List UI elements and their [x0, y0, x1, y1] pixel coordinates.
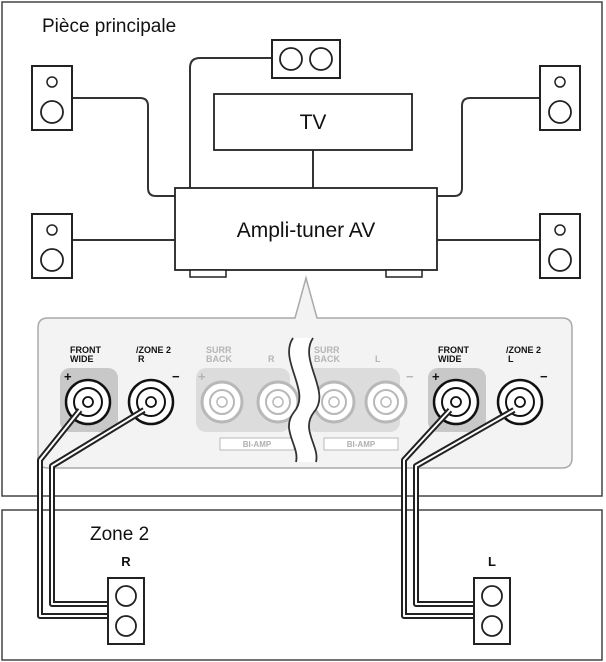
svg-text:L: L: [488, 554, 496, 569]
receiver-label: Ampli-tuner AV: [237, 219, 376, 242]
av-receiver: Ampli-tuner AV: [174, 187, 438, 278]
center-speaker: [271, 39, 341, 79]
svg-text:−: −: [406, 369, 414, 384]
svg-text:R: R: [138, 354, 145, 364]
svg-text:/ZONE 2: /ZONE 2: [506, 345, 541, 355]
svg-text:WIDE: WIDE: [438, 354, 462, 364]
svg-text:SURR: SURR: [314, 345, 340, 355]
svg-text:BI-AMP: BI-AMP: [347, 440, 376, 449]
break-mark: [288, 337, 321, 463]
svg-text:FRONT: FRONT: [438, 345, 469, 355]
zone2-l-terminals: + −: [428, 368, 548, 432]
svg-text:BACK: BACK: [206, 354, 232, 364]
svg-text:+: +: [432, 369, 440, 384]
zone2-l-cable: [401, 407, 516, 619]
tv-label: TV: [300, 111, 327, 134]
svg-text:L: L: [508, 354, 514, 364]
svg-text:R: R: [268, 354, 275, 364]
svg-text:FRONT: FRONT: [70, 345, 101, 355]
svg-text:−: −: [540, 369, 548, 384]
main-room-title: Pièce principale: [42, 16, 176, 37]
zone2-title: Zone 2: [90, 524, 149, 545]
svg-text:+: +: [198, 369, 206, 384]
zone2-r-cable: [37, 407, 146, 619]
front-left-speaker: [31, 65, 73, 131]
svg-text:WIDE: WIDE: [70, 354, 94, 364]
svg-text:R: R: [121, 554, 131, 569]
surround-back-terminals: + − BI-AMP BI-AMP: [196, 368, 414, 451]
svg-text:+: +: [64, 369, 72, 384]
svg-text:BI-AMP: BI-AMP: [243, 440, 272, 449]
surround-left-speaker: [31, 213, 73, 279]
svg-text:SURR: SURR: [206, 345, 232, 355]
terminal-labels: FRONT WIDE /ZONE 2 R SURR BACK R SURR BA…: [70, 345, 541, 364]
zone2-left-speaker: L: [473, 554, 511, 645]
svg-text:/ZONE 2: /ZONE 2: [136, 345, 171, 355]
main-room-wires: [72, 57, 540, 241]
tv-box: TV: [213, 93, 413, 151]
zone2-right-speaker: R: [107, 554, 145, 645]
svg-text:−: −: [172, 369, 180, 384]
svg-text:L: L: [375, 354, 381, 364]
surround-right-speaker: [539, 213, 581, 279]
svg-text:BACK: BACK: [314, 354, 340, 364]
front-right-speaker: [539, 65, 581, 131]
